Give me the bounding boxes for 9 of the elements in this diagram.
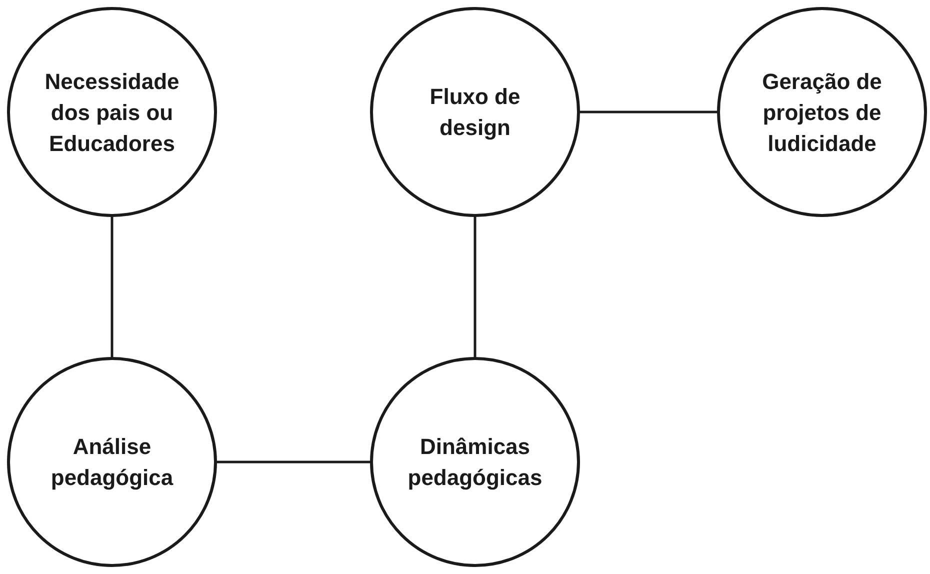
connector-line [474,217,476,357]
connector-line [110,217,114,357]
node-label: Fluxo de design [428,83,522,142]
node-label: Dinâmicas pedagógicas [406,433,544,492]
connector-line [580,110,717,114]
node-label: Análise pedagógica [50,433,174,492]
connector-line [217,460,370,464]
node-label: Necessidade dos pais ou Educadores [44,68,180,158]
node-label: Geração de projetos de ludicidade [761,68,883,158]
